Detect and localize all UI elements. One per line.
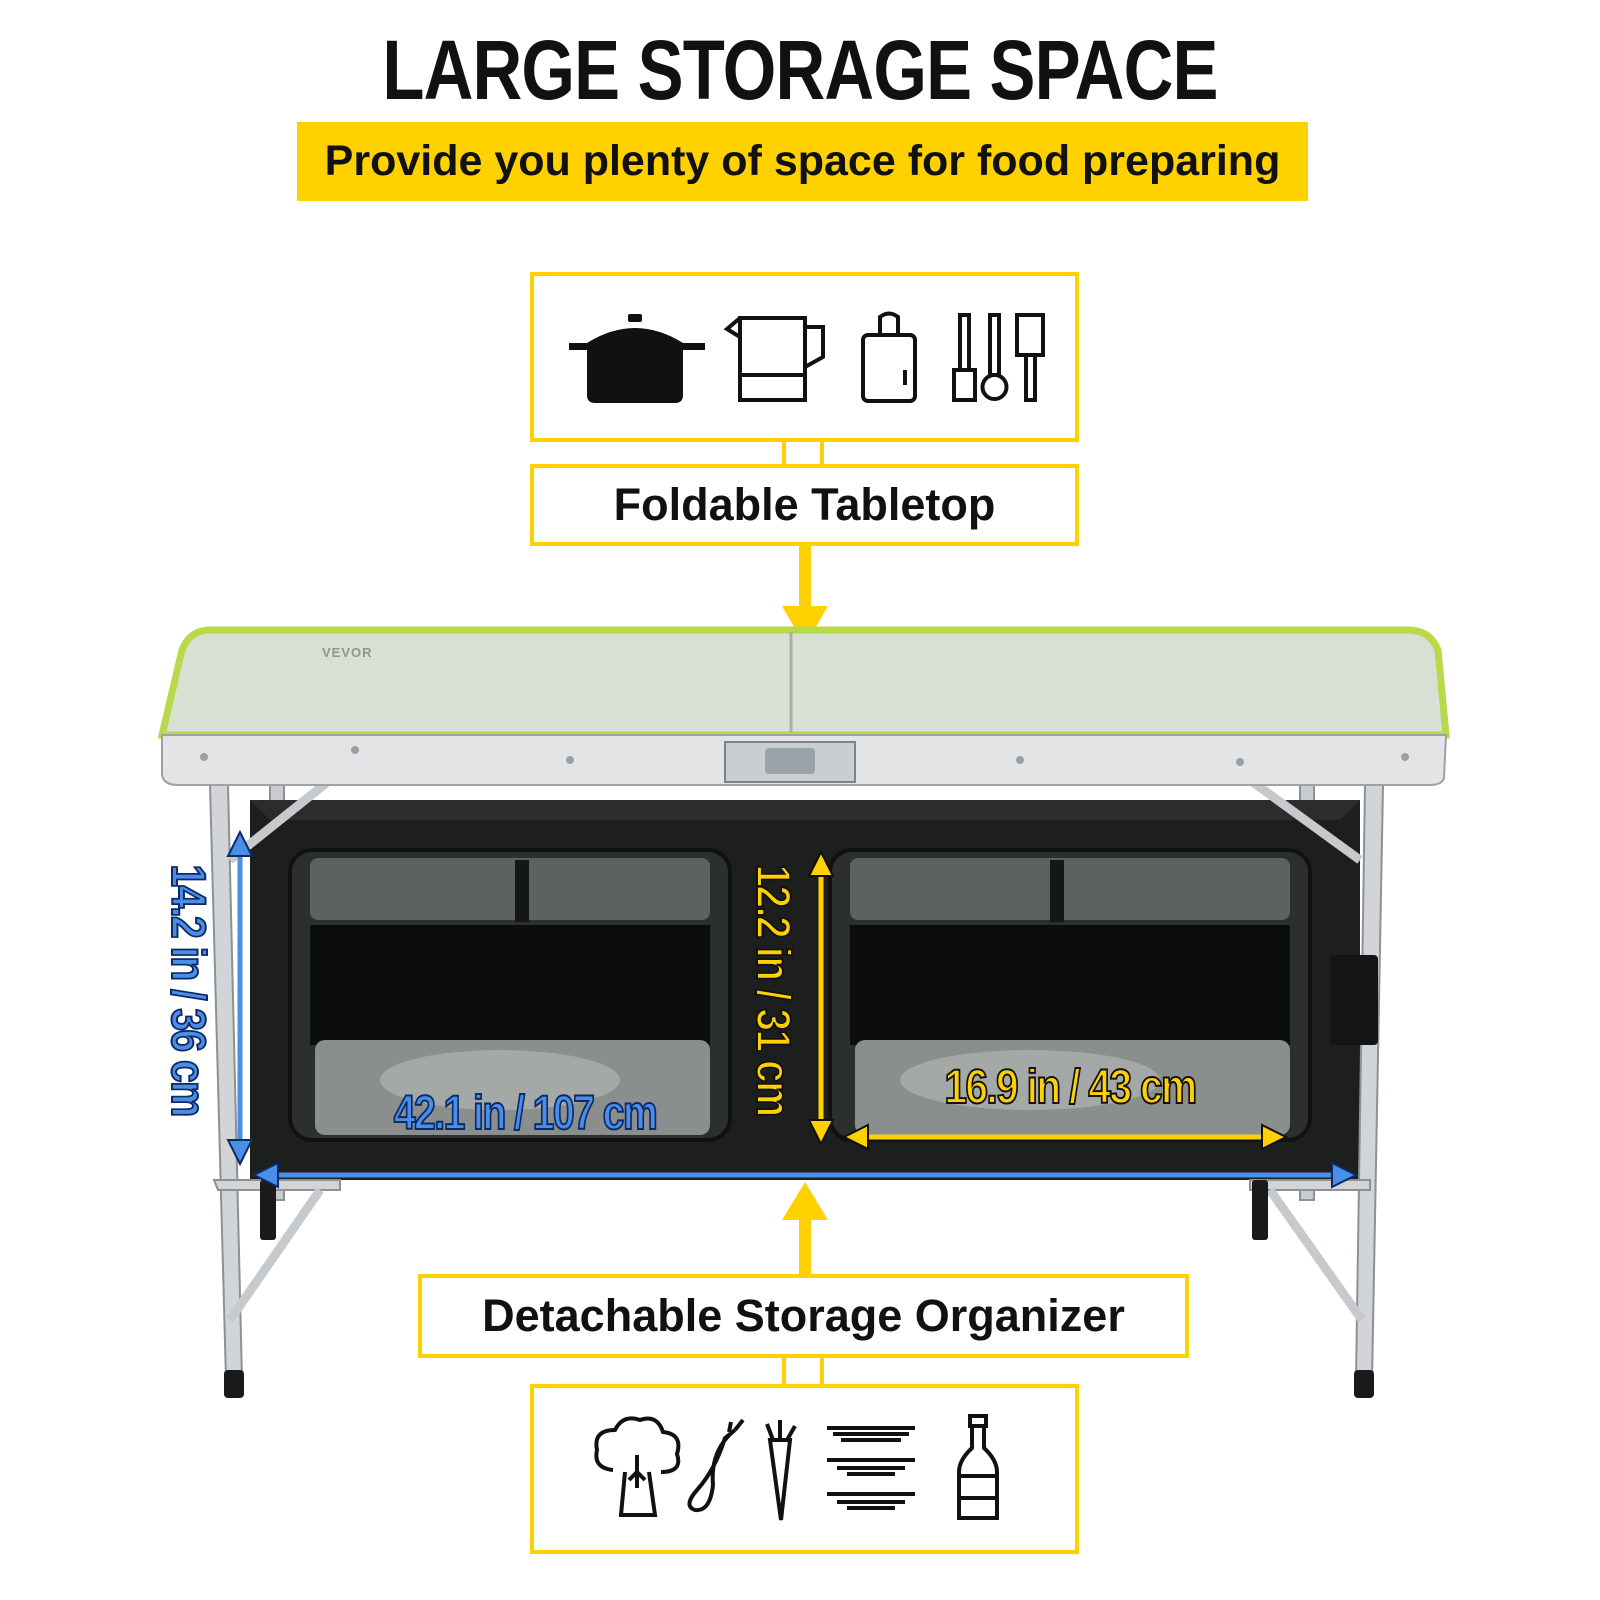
tabletop-arrow [780, 546, 830, 648]
pot-icon [569, 314, 705, 403]
brand-logo: VEVOR [322, 645, 373, 660]
width-arrow [250, 1160, 1360, 1190]
organizer-arrow [780, 1180, 830, 1280]
width-compartment-label: 16.9 in / 43 cm [944, 1060, 1199, 1115]
height-total-arrow [225, 828, 255, 1168]
height-total-label: 14.2 in / 36 cm [160, 863, 215, 1116]
top-connector-left [530, 440, 786, 464]
kettle-icon [723, 316, 825, 402]
organizer-label: Detachable Storage Organizer [418, 1274, 1189, 1358]
stacked-plates-icon [827, 1426, 915, 1510]
top-icons-row [565, 305, 1055, 415]
bottom-connector-right [820, 1356, 824, 1386]
subtitle-text: Provide you plenty of space for food pre… [324, 137, 1281, 185]
bottle-icon [957, 1414, 999, 1520]
bottom-icons-box [530, 1384, 1079, 1554]
bottom-icons-row [585, 1410, 1045, 1530]
height-compartment-label: 12.2 in / 31 cm [745, 863, 800, 1116]
bottom-connector-left [782, 1356, 786, 1386]
tabletop-label: Foldable Tabletop [530, 464, 1079, 546]
width-compartment-arrow [840, 1122, 1290, 1152]
height-compartment-arrow [806, 848, 836, 1148]
top-connector-right [820, 440, 824, 464]
table-illustration [150, 620, 1470, 1430]
page-title: LARGE STORAGE SPACE [382, 23, 1218, 117]
eggplant-carrot-icon [687, 1418, 797, 1521]
kitchen-utensils-icon [952, 313, 1045, 402]
cutting-board-icon [861, 311, 917, 403]
width-label: 42.1 in / 107 cm [393, 1086, 659, 1141]
subtitle-banner: Provide you plenty of space for food pre… [297, 122, 1308, 201]
vegetable-icon [594, 1416, 681, 1517]
